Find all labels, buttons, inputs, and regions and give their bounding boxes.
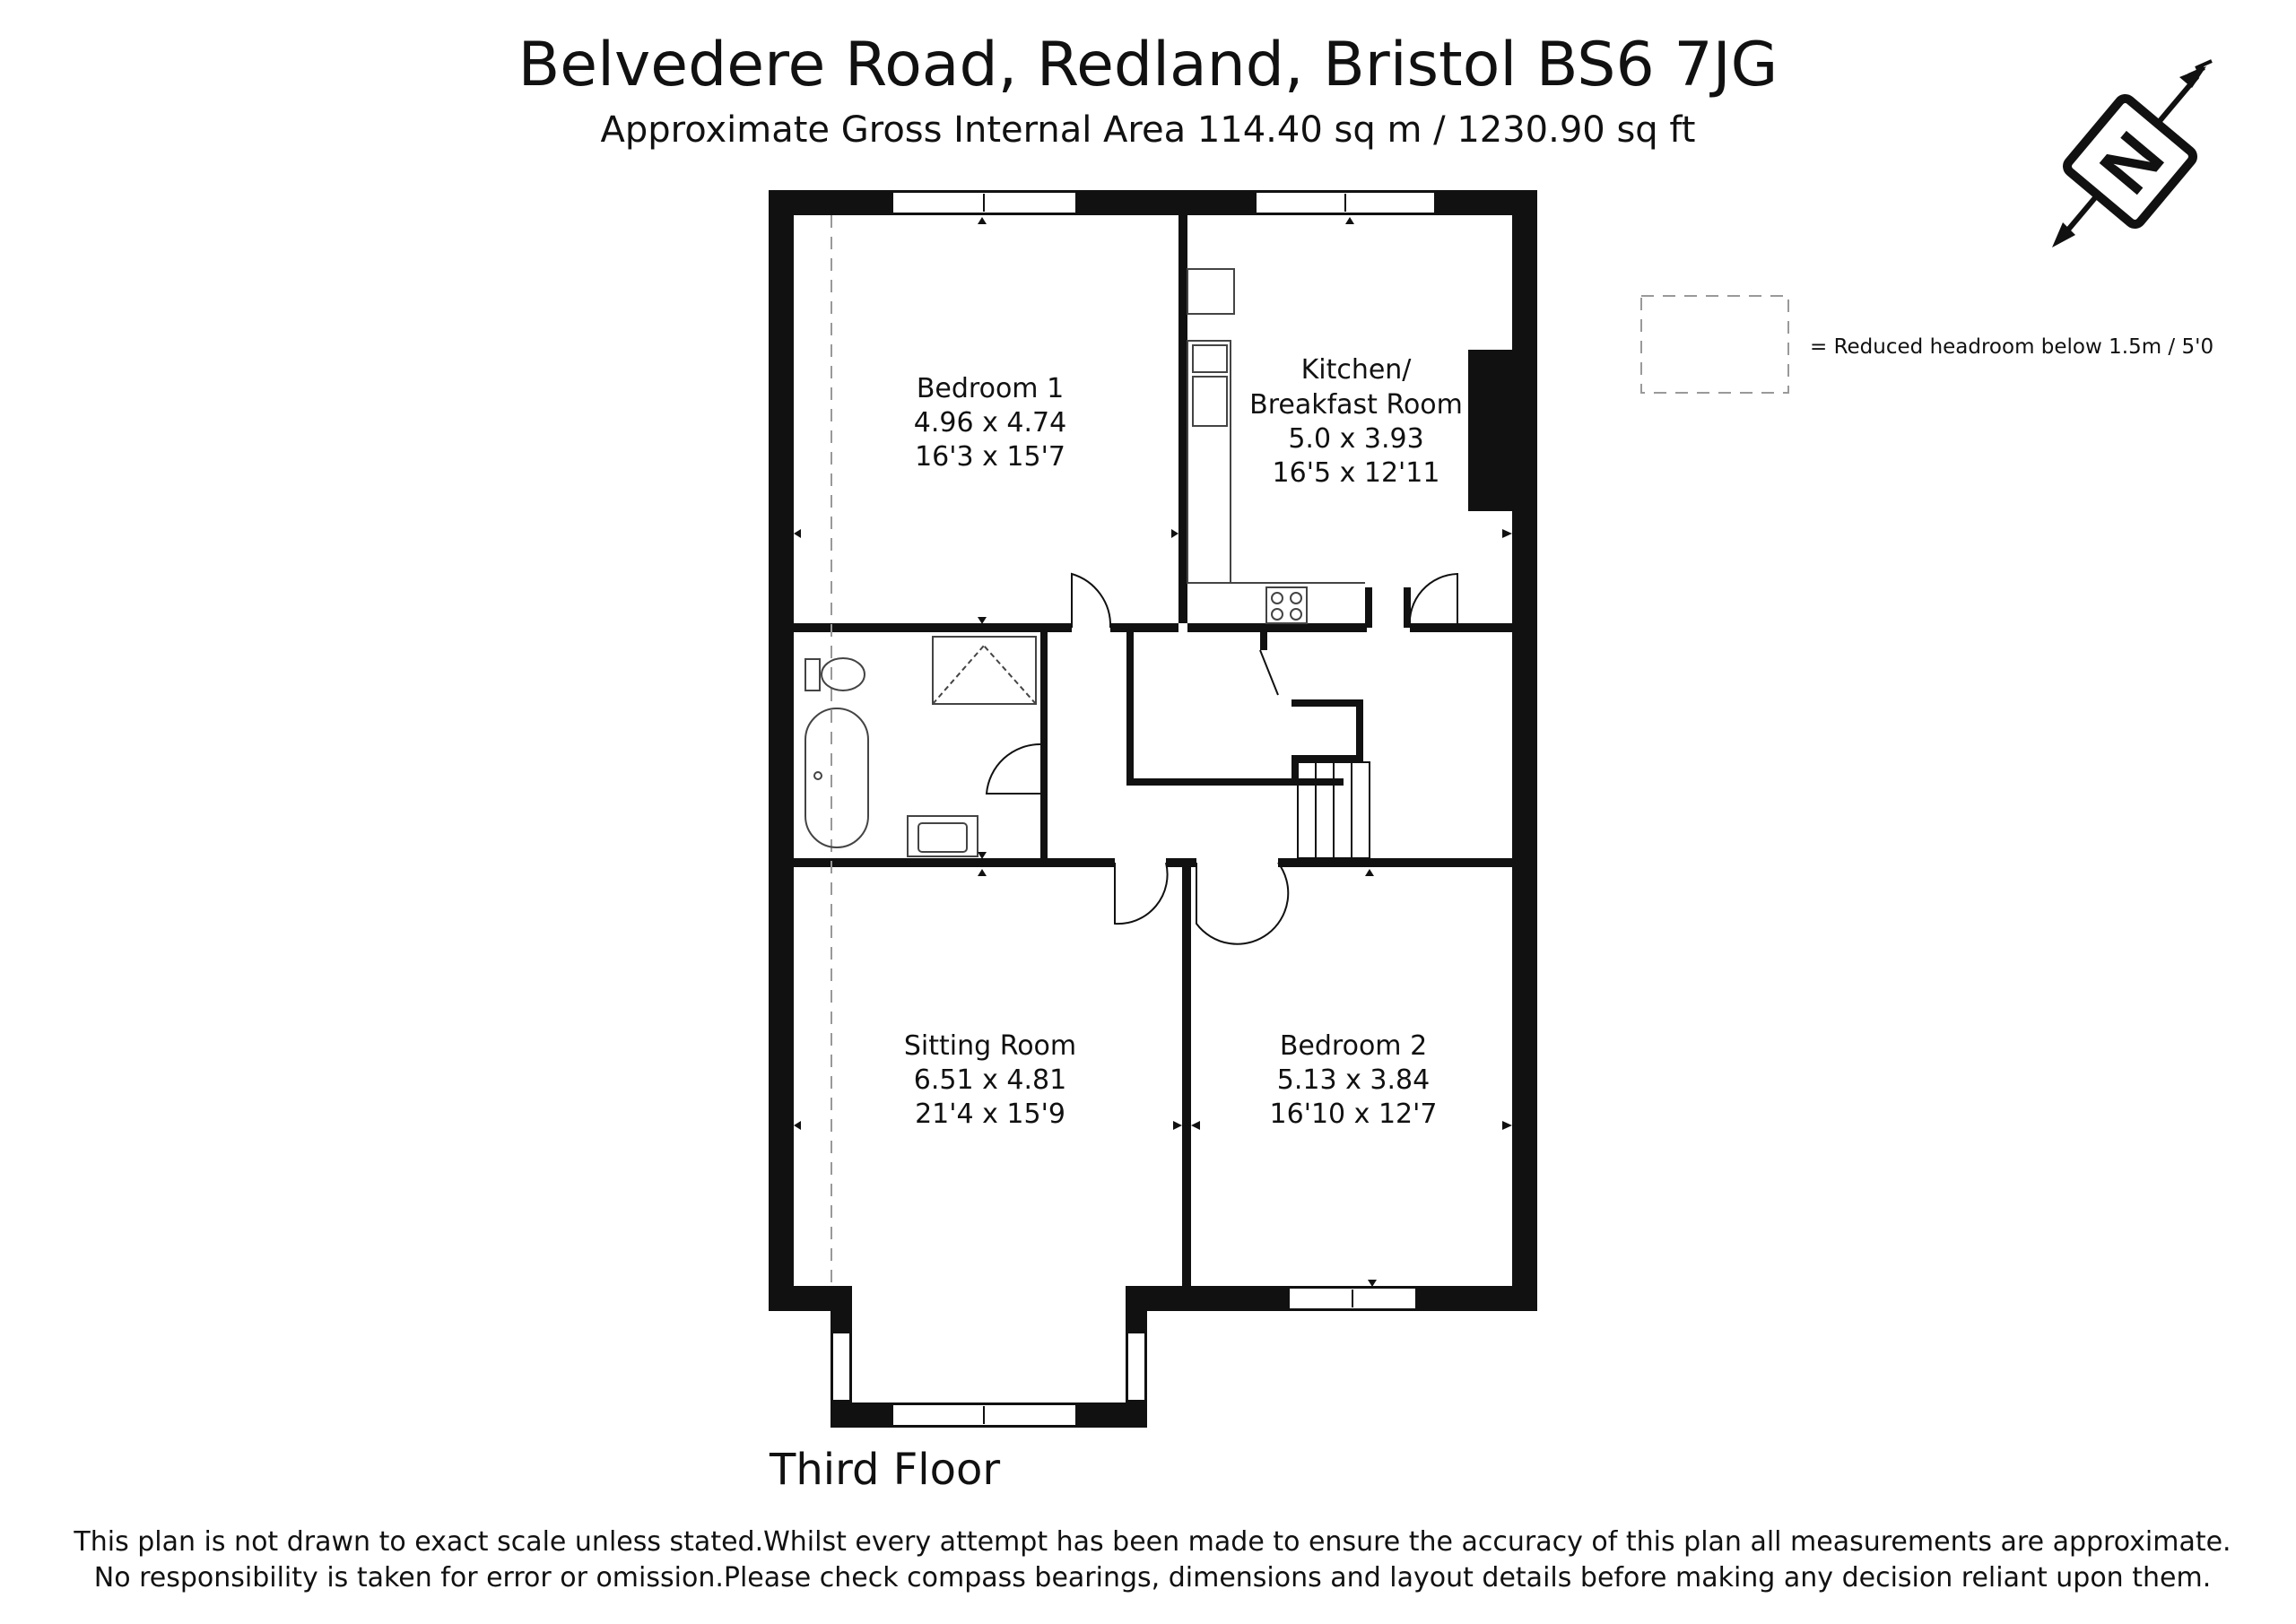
window-bay-right xyxy=(1126,1332,1146,1402)
window-bay-left xyxy=(831,1332,851,1402)
room-kitchen: Kitchen/ Breakfast Room 5.0 x 3.93 16'5 … xyxy=(1249,354,1463,489)
toilet xyxy=(821,657,865,691)
wash-basin xyxy=(907,815,978,857)
plan-title: Belvedere Road, Redland, Bristol BS6 7JG xyxy=(518,30,1779,100)
room-metric: 6.51 x 4.81 xyxy=(914,1064,1066,1096)
room-metric: 5.0 x 3.93 xyxy=(1288,423,1423,455)
kitchen-sink xyxy=(1192,344,1228,373)
room-name: Sitting Room xyxy=(904,1030,1076,1062)
room-name: Kitchen/ xyxy=(1301,354,1413,386)
hob xyxy=(1265,586,1308,624)
disclaimer-line-1: This plan is not drawn to exact scale un… xyxy=(73,1526,2231,1558)
reduced-headroom-legend-swatch xyxy=(1640,295,1789,394)
room-name: Bedroom 2 xyxy=(1280,1030,1427,1062)
bathroom-fixtures xyxy=(804,636,1037,857)
exterior-walls xyxy=(769,190,1537,1428)
bathtub xyxy=(804,708,869,848)
room-metric: 4.96 x 4.74 xyxy=(914,407,1066,439)
room-metric: 5.13 x 3.84 xyxy=(1277,1064,1430,1096)
doors xyxy=(985,572,1458,945)
room-bedroom-1: Bedroom 1 4.96 x 4.74 16'3 x 15'7 xyxy=(914,373,1066,473)
room-imperial: 16'10 x 12'7 xyxy=(1270,1099,1438,1130)
north-arrow-icon: N xyxy=(2052,59,2213,248)
floor-label: Third Floor xyxy=(769,1445,1000,1495)
room-imperial: 16'5 x 12'11 xyxy=(1273,457,1440,489)
room-bedroom-2: Bedroom 2 5.13 x 3.84 16'10 x 12'7 xyxy=(1270,1030,1438,1130)
disclaimer-line-2: No responsibility is taken for error or … xyxy=(94,1562,2211,1594)
room-imperial: 21'4 x 15'9 xyxy=(915,1099,1065,1130)
room-imperial: 16'3 x 15'7 xyxy=(915,441,1065,473)
interior-walls xyxy=(794,215,1512,1286)
kitchen-fixtures xyxy=(1187,268,1365,624)
measurement-markers xyxy=(794,217,1512,1287)
legend-label: = Reduced headroom below 1.5m / 5'0 xyxy=(1810,335,2213,359)
plan-subtitle: Approximate Gross Internal Area 114.40 s… xyxy=(601,109,1696,151)
room-sitting-room: Sitting Room 6.51 x 4.81 21'4 x 15'9 xyxy=(904,1030,1076,1130)
staircase xyxy=(1297,761,1370,859)
room-name: Bedroom 1 xyxy=(917,373,1064,404)
shower-tray xyxy=(932,636,1037,705)
room-name-2: Breakfast Room xyxy=(1249,389,1463,421)
